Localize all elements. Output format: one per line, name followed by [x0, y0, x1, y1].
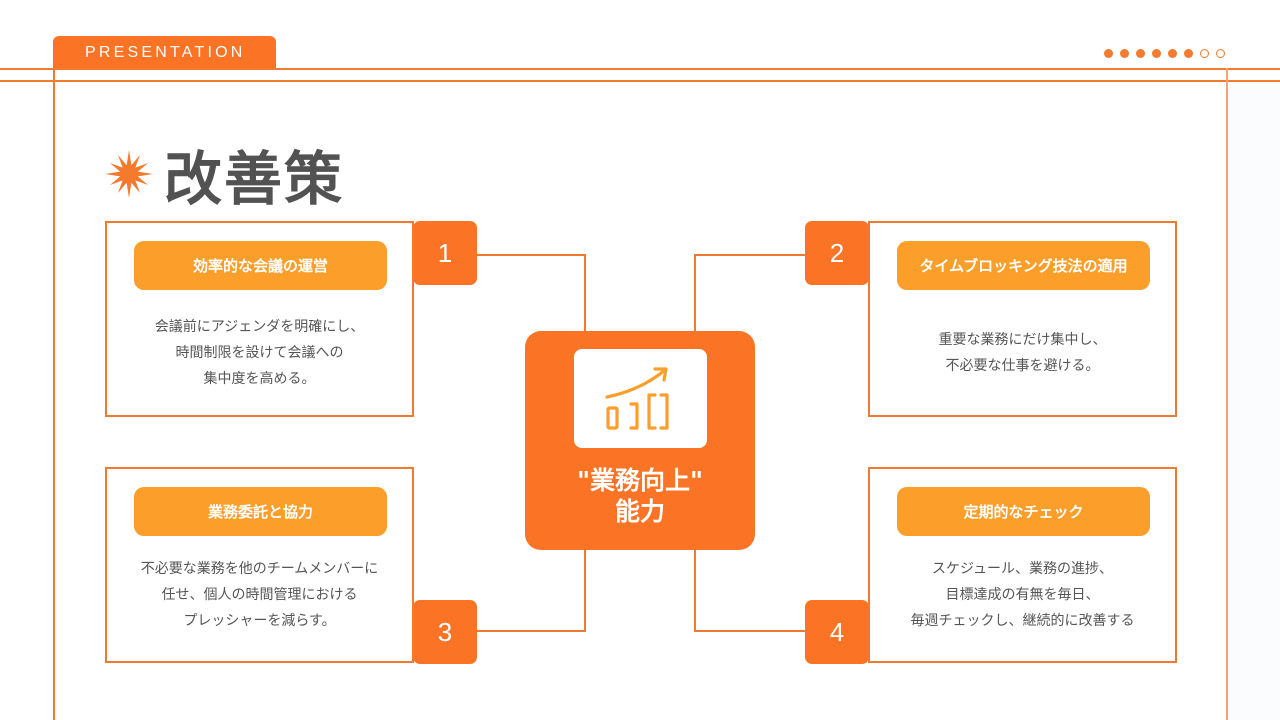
tab-label: PRESENTATION	[85, 43, 246, 61]
connector-2	[694, 254, 806, 332]
improvement-card-3: 業務委託と協力 不必要な業務を他のチームメンバーに 任せ、個人の時間管理における…	[105, 467, 414, 663]
progress-dot-filled	[1184, 49, 1193, 58]
progress-dots	[1104, 49, 1225, 58]
badge-number: 3	[437, 616, 453, 647]
center-label-line: "業務向上"	[576, 466, 704, 495]
card-description: 重要な業務にだけ集中し、 不必要な仕事を避ける。	[870, 327, 1175, 379]
progress-dot-filled	[1168, 49, 1177, 58]
improvement-card-1: 効率的な会議の運営 会議前にアジェンダを明確にし、 時間制限を設けて会議への 集…	[105, 221, 414, 417]
description-line: 会議前にアジェンダを明確にし、	[154, 319, 365, 335]
card-title: 業務委託と協力	[207, 503, 313, 521]
card-title: 定期的なチェック	[963, 503, 1084, 521]
connector-4	[694, 549, 806, 632]
description-line: 重要な業務にだけ集中し、	[938, 332, 1107, 348]
presentation-tab: PRESENTATION	[53, 36, 276, 69]
card-title: 効率的な会議の運営	[192, 257, 328, 275]
progress-dot-filled	[1104, 49, 1113, 58]
badge-number: 1	[437, 237, 453, 268]
card-title-pill: 定期的なチェック	[897, 487, 1150, 536]
progress-dot-filled	[1136, 49, 1145, 58]
description-line: 不必要な業務を他のチームメンバーに	[140, 561, 379, 577]
progress-dot-filled	[1120, 49, 1129, 58]
card-title-pill: 効率的な会議の運営	[134, 241, 387, 290]
number-badge-4: 4	[805, 600, 869, 664]
divider-line	[0, 80, 1280, 82]
frame-line-left	[53, 68, 55, 720]
description-line: 時間制限を設けて会議への	[175, 345, 344, 361]
progress-dot-empty	[1200, 49, 1209, 58]
description-line: 目標達成の有無を毎日、	[945, 587, 1100, 603]
background-panel	[1228, 81, 1280, 720]
divider-line	[0, 68, 1280, 70]
starburst-icon	[105, 150, 153, 198]
description-line: 不必要な仕事を避ける。	[945, 358, 1100, 374]
center-hub: "業務向上" 能力	[525, 331, 755, 550]
frame-line-right	[1226, 68, 1228, 720]
number-badge-3: 3	[413, 600, 477, 664]
badge-number: 4	[829, 616, 845, 647]
improvement-card-4: 定期的なチェック スケジュール、業務の進捗、 目標達成の有無を毎日、 毎週チェッ…	[868, 467, 1177, 663]
description-line: 集中度を高める。	[203, 371, 316, 387]
improvement-card-2: タイムブロッキング技法の適用 重要な業務にだけ集中し、 不必要な仕事を避ける。	[868, 221, 1177, 417]
card-description: 会議前にアジェンダを明確にし、 時間制限を設けて会議への 集中度を高める。	[107, 314, 412, 392]
card-description: 不必要な業務を他のチームメンバーに 任せ、個人の時間管理における プレッシャーを…	[107, 556, 412, 634]
connector-1	[476, 254, 586, 332]
page-title: 改善策	[104, 132, 344, 216]
center-label: "業務向上" 能力	[525, 465, 755, 527]
description-line: 任せ、個人の時間管理における	[161, 587, 358, 603]
connector-3	[476, 549, 586, 632]
number-badge-2: 2	[805, 221, 869, 285]
description-line: スケジュール、業務の進捗、	[931, 561, 1114, 577]
description-line: プレッシャーを減らす。	[183, 613, 336, 629]
growth-chart-icon	[604, 366, 669, 430]
badge-number: 2	[829, 237, 845, 268]
progress-dot-empty	[1216, 49, 1225, 58]
card-description: スケジュール、業務の進捗、 目標達成の有無を毎日、 毎週チェックし、継続的に改善…	[870, 556, 1175, 634]
card-title: タイムブロッキング技法の適用	[919, 257, 1128, 275]
card-title-pill: 業務委託と協力	[134, 487, 387, 536]
title-text: 改善策	[164, 145, 345, 213]
card-title-pill: タイムブロッキング技法の適用	[897, 241, 1150, 290]
description-line: 毎週チェックし、継続的に改善する	[910, 613, 1135, 629]
center-label-line: 能力	[614, 497, 665, 526]
progress-dot-filled	[1152, 49, 1161, 58]
center-icon-box	[574, 349, 707, 448]
number-badge-1: 1	[413, 221, 477, 285]
